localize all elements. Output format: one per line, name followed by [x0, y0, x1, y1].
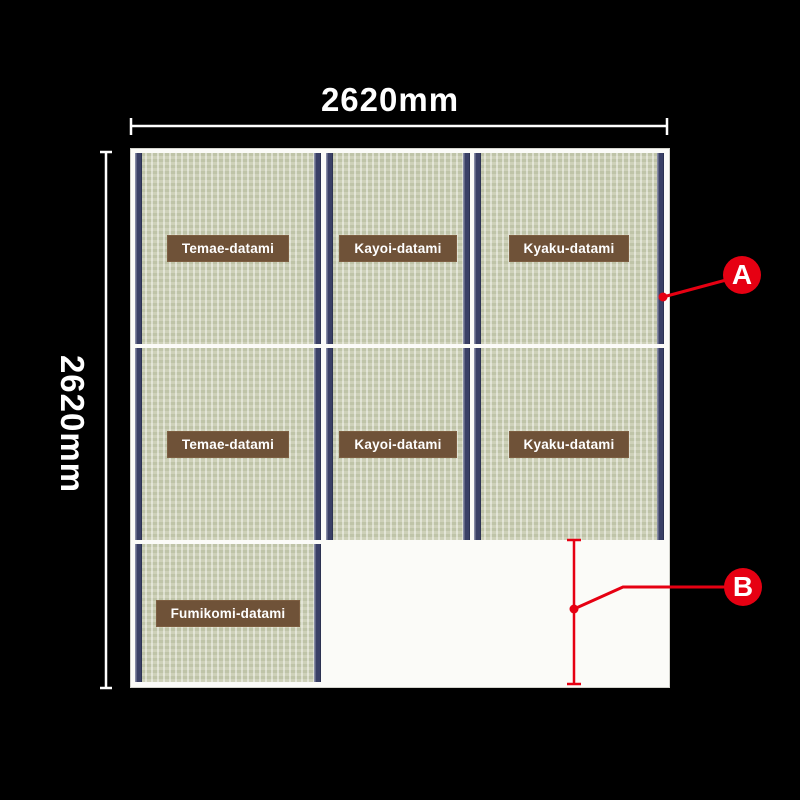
- mat-label-temae-middle: Temae-datami: [166, 430, 290, 458]
- top-dimension-label: 2620mm: [320, 81, 460, 118]
- mat-label-temae-top: Temae-datami: [166, 235, 290, 262]
- callout-b-badge: B: [724, 568, 762, 606]
- callout-a-badge: A: [723, 256, 761, 294]
- mat-kyaku-datami-middle: Kyaku-datami: [474, 348, 664, 540]
- mat-fumikomi-datami: Fumikomi-datami: [135, 544, 321, 682]
- mat-label-kayoi-top: Kayoi-datami: [339, 235, 457, 262]
- mat-label-fumikomi: Fumikomi-datami: [155, 599, 301, 627]
- tea-room-floor: Temae-datami Kayoi-datami Kyaku-datami T…: [130, 148, 670, 688]
- mat-kyaku-datami-top: Kyaku-datami: [474, 153, 664, 344]
- mat-label-kyaku-top: Kyaku-datami: [508, 235, 630, 262]
- left-dimension-label: 2620mm: [54, 354, 91, 494]
- left-dimension-line: [100, 150, 112, 690]
- mat-label-kyaku-middle: Kyaku-datami: [508, 430, 630, 458]
- top-dimension-line: [129, 118, 669, 135]
- mat-temae-datami-top: Temae-datami: [135, 153, 321, 344]
- mat-temae-datami-middle: Temae-datami: [135, 348, 321, 540]
- mat-kayoi-datami-top: Kayoi-datami: [326, 153, 470, 344]
- mat-label-kayoi-middle: Kayoi-datami: [339, 430, 457, 458]
- mat-kayoi-datami-middle: Kayoi-datami: [326, 348, 470, 540]
